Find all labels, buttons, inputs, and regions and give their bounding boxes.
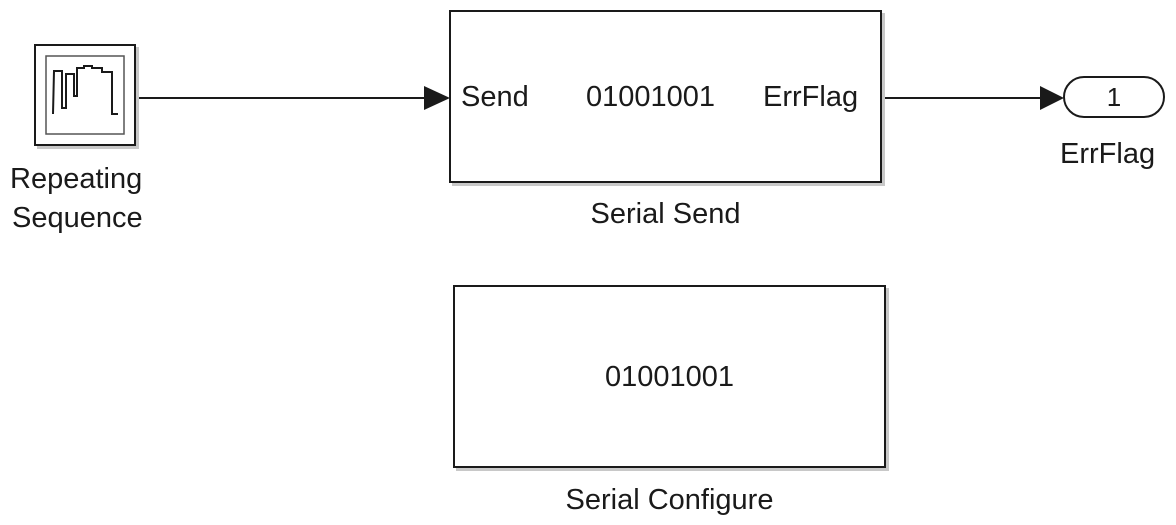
serial-send-output-port-label: ErrFlag (763, 81, 859, 113)
serial-send-middle-text: 01001001 (586, 81, 716, 113)
serial-configure-block[interactable] (453, 285, 886, 468)
outport-block[interactable] (1062, 75, 1170, 121)
serial-configure-middle-text: 01001001 (604, 361, 735, 393)
serial-send-input-port-label: Send (461, 81, 529, 113)
repeating-sequence-icon (45, 55, 125, 135)
serial-configure-block-label: Serial Configure (565, 484, 774, 516)
serial-send-block-label: Serial Send (590, 198, 741, 230)
repeating-sequence-block[interactable] (34, 44, 136, 146)
arrowhead-outport-input (1040, 86, 1064, 110)
outport-number: 1 (1106, 82, 1122, 112)
repeating-sequence-label-line2: Sequence (12, 202, 143, 234)
serial-send-block[interactable] (449, 10, 882, 183)
repeating-sequence-label-line1: Repeating (10, 163, 143, 195)
outport-label: ErrFlag (1060, 138, 1156, 170)
arrowhead-send-input (424, 86, 450, 110)
